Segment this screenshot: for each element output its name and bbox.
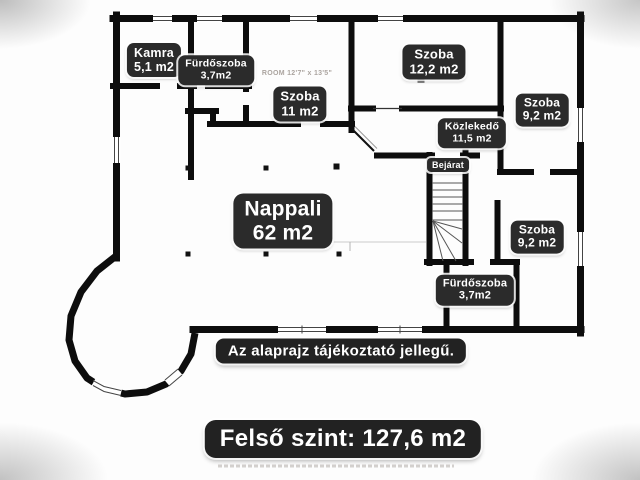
room-name: Bejárat: [432, 159, 464, 170]
room-area: 11 m2: [281, 103, 319, 118]
faint-room-note-line2: 12'7" x 13'5": [287, 69, 333, 77]
room-label-furdoszoba-top: Fürdőszoba 3,7m2: [178, 55, 254, 85]
floor-title-banner: Felső szint: 127,6 m2: [204, 420, 482, 458]
faint-room-note-line1: ROOM: [261, 69, 285, 77]
room-name: Fürdőszoba: [442, 277, 508, 290]
watermark-fine-print: [218, 464, 454, 468]
room-label-furdoszoba-bottom: Fürdőszoba 3,7m2: [435, 274, 515, 306]
room-label-szoba-12-2: Szoba 12,2 m2: [402, 44, 466, 80]
room-area: 62 m2: [252, 221, 314, 244]
disclaimer-text: Az alaprajz tájékoztató jellegű.: [227, 342, 455, 360]
room-label-szoba-9-2-mid: Szoba 9,2 m2: [510, 220, 564, 254]
room-label-szoba-9-2-top: Szoba 9,2 m2: [515, 93, 569, 127]
room-name: Szoba: [518, 222, 556, 237]
door-openings: [351, 107, 402, 152]
room-name: Nappali: [244, 197, 322, 221]
room-label-szoba-11: Szoba 11 m2: [273, 86, 327, 122]
faint-lines: [323, 241, 426, 251]
room-label-kamra: Kamra 5,1 m2: [126, 43, 182, 77]
room-area: 3,7m2: [200, 69, 232, 81]
room-area: 11,5 m2: [452, 132, 492, 144]
room-area: 5,1 m2: [133, 60, 175, 74]
room-name: Közlekedő: [444, 120, 500, 133]
room-area: 9,2 m2: [517, 236, 557, 250]
room-name: Szoba: [280, 88, 320, 104]
disclaimer-banner: Az alaprajz tájékoztató jellegű.: [215, 338, 467, 364]
room-name: Fürdőszoba: [185, 57, 247, 70]
room-label-kozlekedo: Közlekedő 11,5 m2: [437, 118, 507, 148]
floor-title-text: Felső szint: 127,6 m2: [219, 425, 467, 452]
room-name: Szoba: [523, 95, 561, 110]
room-area: 9,2 m2: [522, 109, 562, 123]
bay-windows: [90, 368, 183, 398]
room-name: Szoba: [414, 46, 454, 62]
room-label-nappali: Nappali 62 m2: [233, 193, 333, 249]
door-swing: [351, 128, 375, 152]
room-label-bejarat: Bejárat: [427, 157, 469, 173]
room-area: 12,2 m2: [409, 61, 459, 76]
faint-room-note: ROOM 12'7" x 13'5": [262, 69, 332, 80]
window-openings: [112, 14, 585, 334]
room-area: 3,7m2: [458, 290, 492, 302]
room-name: Kamra: [134, 46, 174, 60]
staircase: [432, 182, 463, 262]
